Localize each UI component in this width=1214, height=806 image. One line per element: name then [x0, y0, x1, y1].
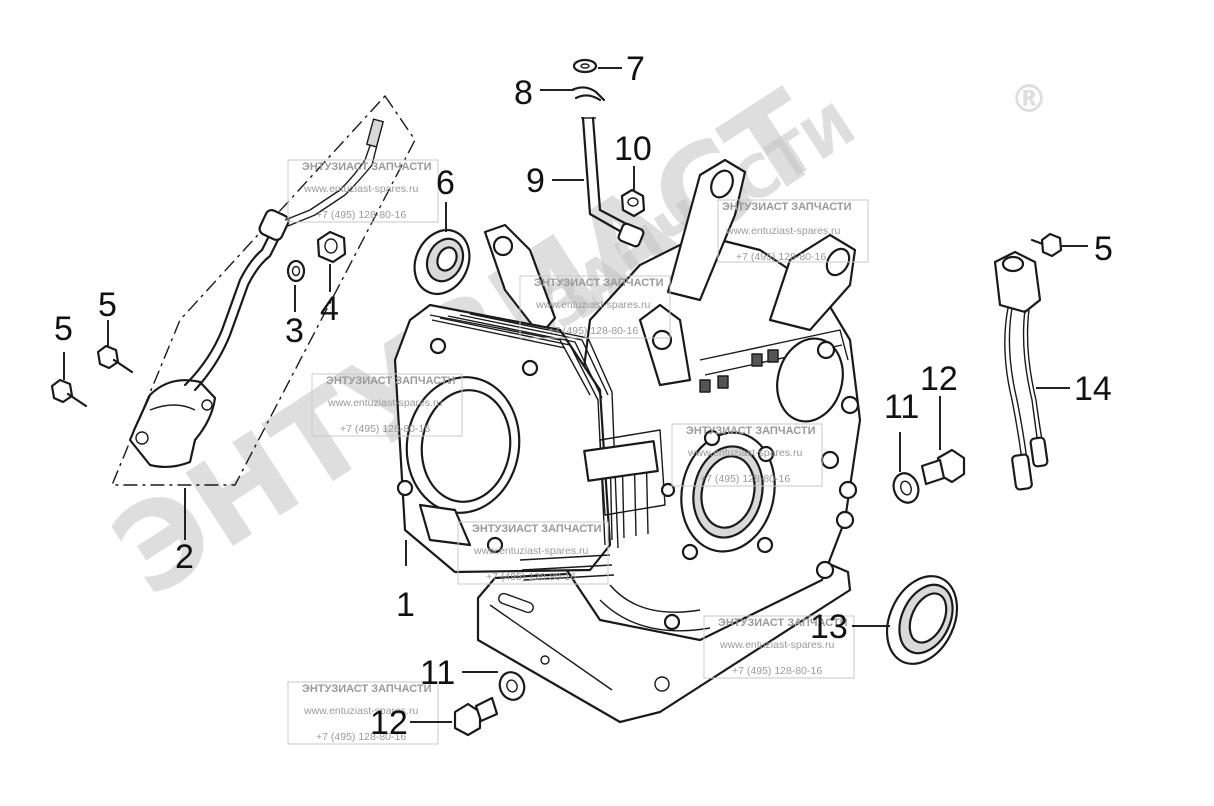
- part-12-bolt-right: [920, 448, 966, 486]
- watermark-box-4: ЭНТУЗИАСТ ЗАПЧАСТИ www.entuziast-spares.…: [311, 373, 463, 437]
- part-5-bolt-right: [1030, 232, 1063, 258]
- part-9-breather-tube: [581, 116, 645, 248]
- watermark-box-7: ЭНТУЗИАСТ ЗАПЧАСТИ www.entuziast-spares.…: [703, 615, 855, 679]
- label-part-12-a: 12: [920, 360, 958, 398]
- watermark-title: ЭНТУЗИАСТ ЗАПЧАСТИ: [472, 523, 602, 535]
- part-7-washer: [572, 58, 598, 74]
- watermark-site: www.entuziast-spares.ru: [725, 225, 841, 237]
- part-6-bearing: [413, 229, 471, 295]
- watermark-title: ЭНТУЗИАСТ ЗАПЧАСТИ: [326, 375, 456, 387]
- watermark-box-1: ЭНТУЗИАСТ ЗАПЧАСТИ www.entuziast-spares.…: [287, 159, 439, 223]
- label-part-10: 10: [614, 130, 652, 168]
- label-part-12-b: 12: [370, 704, 408, 742]
- watermark-title: ЭНТУЗИАСТ ЗАПЧАСТИ: [718, 617, 848, 629]
- watermark-box-5: ЭНТУЗИАСТ ЗАПЧАСТИ www.entuziast-spares.…: [671, 423, 823, 487]
- part-2-oil-switch: [128, 118, 384, 469]
- watermark-site: www.entuziast-spares.ru: [327, 397, 443, 409]
- label-part-1: 1: [396, 586, 415, 624]
- label-part-2: 2: [175, 538, 194, 576]
- label-part-3: 3: [285, 312, 304, 350]
- label-part-5-b: 5: [98, 286, 117, 324]
- part-3-washer: [286, 259, 306, 283]
- part-14-oil-sensor: [993, 250, 1049, 491]
- watermark-box-3: ЭНТУЗИАСТ ЗАПЧАСТИ www.entuziast-spares.…: [717, 199, 869, 263]
- part-13-oil-seal: [885, 575, 959, 665]
- watermark-site: www.entuziast-spares.ru: [473, 545, 589, 557]
- watermark-box-6: ЭНТУЗИАСТ ЗАПЧАСТИ www.entuziast-spares.…: [457, 521, 609, 585]
- label-part-9: 9: [526, 162, 545, 200]
- part-12-bolt-lower: [453, 696, 499, 737]
- label-part-5-c: 5: [1094, 230, 1113, 268]
- label-part-8: 8: [514, 74, 533, 112]
- watermark-phone: +7 (495) 128-80-16: [548, 325, 638, 337]
- watermark-title: ЭНТУЗИАСТ ЗАПЧАСТИ: [722, 201, 852, 213]
- part-8-clip: [570, 86, 606, 102]
- watermark-phone: +7 (495) 128-80-16: [736, 251, 826, 263]
- part-10-nut: [620, 188, 646, 218]
- registered-mark: ®: [1010, 77, 1048, 121]
- leader-lines: [63, 67, 1088, 723]
- part-11-washer-right: [892, 472, 920, 504]
- label-part-11-b: 11: [420, 654, 455, 692]
- part-5-bolt-left-b: [96, 344, 134, 374]
- watermark-phone: +7 (495) 128-80-16: [486, 571, 576, 583]
- watermark-title: ЭНТУЗИАСТ ЗАПЧАСТИ: [302, 683, 432, 695]
- watermark-box-2: ЭНТУЗИАСТ ЗАПЧАСТИ www.entuziast-spares.…: [519, 275, 671, 339]
- part-5-bolt-left-a: [50, 378, 88, 408]
- assembly-outline-2: [111, 95, 416, 486]
- watermark-phone: +7 (495) 128-80-16: [732, 665, 822, 677]
- watermark-phone: +7 (495) 128-80-16: [340, 423, 430, 435]
- label-part-5-a: 5: [54, 310, 73, 348]
- label-part-4: 4: [320, 290, 339, 328]
- label-part-6: 6: [436, 164, 455, 202]
- watermark-phone: +7 (495) 128-80-16: [316, 731, 406, 743]
- label-part-13: 13: [810, 608, 848, 646]
- label-part-11-a: 11: [884, 388, 919, 426]
- watermark-title: ЭНТУЗИАСТ ЗАПЧАСТИ: [534, 277, 664, 289]
- watermark-phone: +7 (495) 128-80-16: [700, 473, 790, 485]
- watermark-site: www.entuziast-spares.ru: [303, 183, 419, 195]
- part-number-labels: 1 2 3 4 5 5 5 6 7 8 9 10 11 11 12 12 13 …: [54, 50, 1113, 742]
- watermark-site: www.entuziast-spares.ru: [535, 299, 651, 311]
- part-11-washer-lower: [498, 671, 526, 701]
- label-part-7: 7: [626, 50, 645, 88]
- part-1-crankcase: [393, 158, 862, 724]
- watermark-site: www.entuziast-spares.ru: [303, 705, 419, 717]
- watermark-site: www.entuziast-spares.ru: [687, 447, 803, 459]
- watermark-site: www.entuziast-spares.ru: [719, 639, 835, 651]
- watermark-phone: +7 (495) 128-80-16: [316, 209, 406, 221]
- watermark-title: ЭНТУЗИАСТ ЗАПЧАСТИ: [686, 425, 816, 437]
- label-part-14: 14: [1074, 370, 1112, 408]
- watermark-title: ЭНТУЗИАСТ ЗАПЧАСТИ: [302, 161, 432, 173]
- part-4-nut: [316, 230, 347, 264]
- watermark-box-8: ЭНТУЗИАСТ ЗАПЧАСТИ www.entuziast-spares.…: [287, 681, 439, 745]
